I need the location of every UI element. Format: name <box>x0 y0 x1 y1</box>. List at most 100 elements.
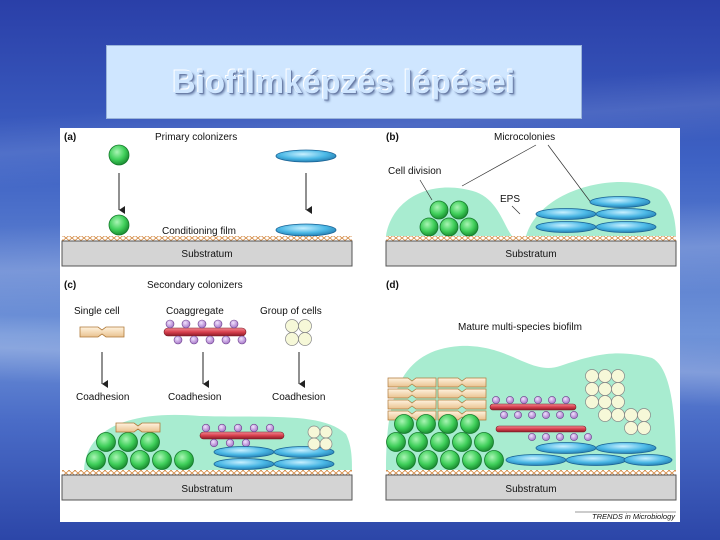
single-cell-label: Single cell <box>74 306 120 317</box>
rod-cell <box>214 447 274 458</box>
bead-cell <box>570 411 577 418</box>
pale-coccus <box>299 320 312 333</box>
conditioning-film <box>386 236 676 241</box>
bead-cell <box>528 433 535 440</box>
rod-cell <box>596 222 656 233</box>
bead-cell <box>250 424 258 432</box>
conditioning-film-label: Conditioning film <box>162 226 236 237</box>
coadhesion-label: Coadhesion <box>76 392 129 403</box>
pale-coccus <box>286 320 299 333</box>
coadhesion-label: Coadhesion <box>272 392 325 403</box>
coccus-cell <box>87 451 106 470</box>
coccus-cell <box>97 433 116 452</box>
pale-coccus <box>638 409 651 422</box>
bead-cell <box>584 433 591 440</box>
bead-cell <box>234 424 242 432</box>
panel-a: (a) Primary colonizers Conditioning film… <box>62 132 352 266</box>
bead-cell <box>506 396 513 403</box>
bead-cell <box>242 439 250 447</box>
attached-coccus-cell <box>109 215 129 235</box>
rod-cell <box>274 459 334 470</box>
coccus-cell <box>475 433 494 452</box>
pale-coccus <box>599 383 612 396</box>
conditioning-film <box>62 236 352 241</box>
bead-cell <box>174 336 182 344</box>
coccus-cell <box>460 218 478 236</box>
biofilm-figure: (a) Primary colonizers Conditioning film… <box>60 128 680 522</box>
mature-biofilm-label: Mature multi-species biofilm <box>458 322 582 333</box>
bead-cell <box>492 396 499 403</box>
coaggregate-rod <box>490 404 576 410</box>
bead-cell <box>166 320 174 328</box>
coccus-cell <box>417 415 436 434</box>
coaggregate-rod <box>496 426 586 432</box>
rod-cell <box>536 443 596 454</box>
pale-coccus <box>612 409 625 422</box>
title-box: Biofilmképzés lépései <box>106 45 582 119</box>
coccus-cell <box>420 218 438 236</box>
bead-cell <box>222 336 230 344</box>
secondary-colonizers-label: Secondary colonizers <box>147 280 243 291</box>
pale-coccus <box>599 409 612 422</box>
coccus-cell <box>395 415 414 434</box>
bead-cell <box>548 396 555 403</box>
pointer-line <box>462 145 536 186</box>
coaggregate-label: Coaggregate <box>166 306 224 317</box>
primary-rod-cell <box>276 150 336 162</box>
rod-cell <box>596 443 656 454</box>
cell-group <box>286 320 312 346</box>
rod-cell <box>506 455 566 466</box>
substratum-label-c: Substratum <box>181 484 232 495</box>
bead-cell <box>198 320 206 328</box>
pale-coccus <box>625 409 638 422</box>
pale-coccus <box>599 396 612 409</box>
substratum-label-b: Substratum <box>505 249 556 260</box>
pale-coccus <box>586 383 599 396</box>
pale-coccus <box>586 370 599 383</box>
panel-b-letter: (b) <box>386 132 399 143</box>
pale-coccus <box>320 426 332 438</box>
bead-cell <box>500 411 507 418</box>
bead-cell <box>218 424 226 432</box>
coaggregate-rod <box>200 432 284 439</box>
coccus-cell <box>141 433 160 452</box>
cell-division-label: Cell division <box>388 166 441 177</box>
coaggregate <box>164 320 246 344</box>
panel-c-letter: (c) <box>64 280 76 291</box>
bead-cell <box>556 433 563 440</box>
eps-label: EPS <box>500 194 520 205</box>
coccus-cell <box>461 415 480 434</box>
pale-coccus <box>612 396 625 409</box>
rod-cell <box>624 455 672 466</box>
coccus-cell <box>453 433 472 452</box>
journal-credit: TRENDS in Microbiology <box>592 512 676 521</box>
bead-cell <box>238 336 246 344</box>
attached-rod-cell <box>276 224 336 236</box>
bead-cell <box>226 439 234 447</box>
coccus-cell <box>397 451 416 470</box>
bead-cell <box>514 411 521 418</box>
bead-cell <box>230 320 238 328</box>
primary-colonizers-label: Primary colonizers <box>155 132 237 143</box>
panel-c: (c) Secondary colonizers Single cell Coa… <box>62 280 352 500</box>
pale-coccus <box>612 370 625 383</box>
coccus-cell <box>109 451 128 470</box>
bead-cell <box>210 439 218 447</box>
substratum-label-a: Substratum <box>181 249 232 260</box>
bead-cell <box>266 424 274 432</box>
primary-coccus-cell <box>109 145 129 165</box>
pale-coccus <box>638 422 651 435</box>
bead-cell <box>520 396 527 403</box>
bead-cell <box>562 396 569 403</box>
coccus-cell <box>119 433 138 452</box>
bead-cell <box>570 433 577 440</box>
rod-cell <box>590 197 650 208</box>
pale-coccus <box>299 333 312 346</box>
pale-coccus <box>612 383 625 396</box>
coccus-cell <box>431 433 450 452</box>
bead-cell <box>206 336 214 344</box>
pale-coccus <box>625 422 638 435</box>
coccus-cell <box>430 201 448 219</box>
rod-cell <box>536 222 596 233</box>
panel-d: (d) Mature multi-species biofilm <box>386 280 676 500</box>
